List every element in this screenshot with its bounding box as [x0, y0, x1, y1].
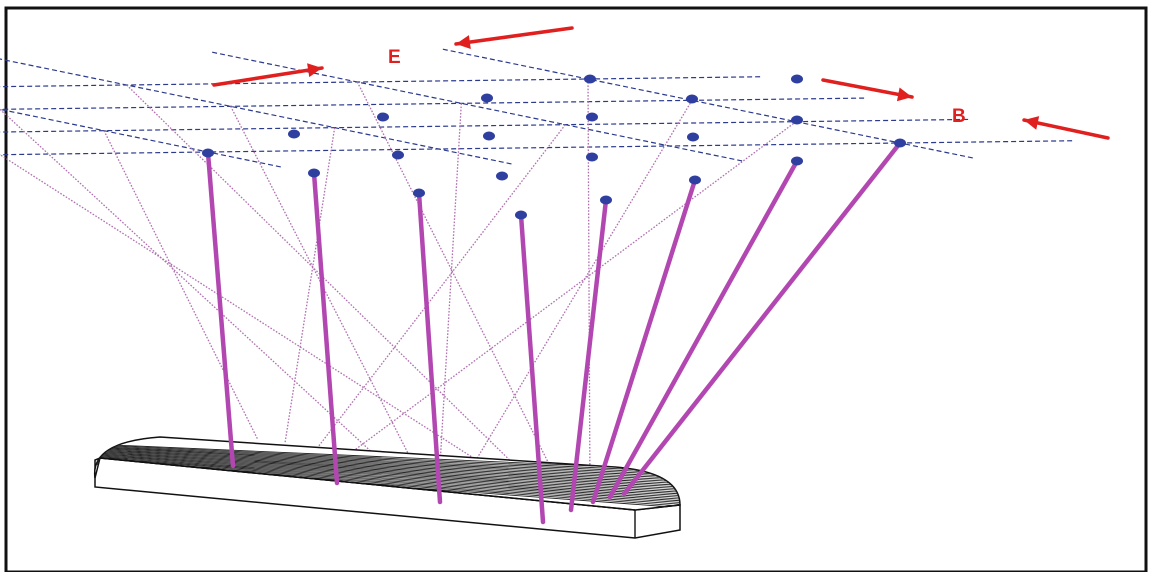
primary-strand: [590, 177, 698, 505]
grid-line-row-2: [0, 97, 866, 110]
arrow-shaft: [1022, 118, 1110, 140]
dome-hatch-line: [94, 445, 680, 474]
red-arrow-icon: [212, 63, 324, 87]
dome-hatch-line: [94, 451, 680, 486]
grid-nodes: [202, 74, 906, 220]
dome-hatch-line: [94, 443, 680, 471]
dome-hatch-line: [94, 455, 680, 493]
grid-node-icon: [791, 115, 803, 125]
dome-hatch-line: [94, 449, 680, 483]
arrow-head: [307, 63, 322, 78]
secondary-strand: [284, 127, 336, 444]
secondary-strand: [469, 99, 693, 471]
dome-hatch-line: [94, 450, 680, 485]
cylindrical-base: [94, 436, 681, 539]
arrow-shaft: [212, 66, 324, 87]
grid-node-icon: [202, 148, 214, 158]
grid-node-icon: [584, 74, 596, 84]
red-arrow-icon: [1022, 116, 1110, 140]
grid-node-icon: [586, 112, 598, 122]
grid-node-icon: [600, 195, 612, 205]
grid-node-icon: [515, 210, 527, 220]
primary-strand: [311, 170, 340, 486]
grid-node-icon: [894, 138, 906, 148]
grid-node-icon: [791, 156, 803, 166]
grid-line-row-1: [0, 118, 970, 133]
grid-line-col-2: [211, 51, 743, 162]
dome-hatch-line: [94, 448, 680, 480]
dome-hatch-line: [94, 458, 680, 499]
arrow-head: [896, 87, 912, 102]
dome-hatch-line: [94, 457, 680, 497]
grid-node-icon: [791, 74, 803, 84]
grid-line-col-1: [0, 58, 512, 165]
arrow-shaft: [454, 26, 574, 46]
label-e: E: [388, 47, 401, 68]
grid-node-icon: [496, 171, 508, 181]
dome-hatch-line: [94, 446, 680, 476]
grid-node-icon: [288, 129, 300, 139]
grid-node-icon: [308, 168, 320, 178]
arrow-shaft: [821, 78, 914, 99]
primary-strand: [205, 150, 236, 469]
grid-node-icon: [687, 132, 699, 142]
secondary-strand: [587, 78, 591, 493]
arrow-head: [456, 35, 471, 50]
dome-hatch-line: [94, 456, 680, 495]
base-edge-line: [99, 457, 636, 511]
secondary-strand: [439, 103, 462, 466]
primary-strand: [416, 190, 443, 505]
label-b: B: [952, 106, 966, 127]
red-arrow-icon: [454, 26, 574, 50]
grid-line-row-3: [0, 76, 762, 88]
secondary-strand: [0, 153, 501, 476]
grid-line-row-0: [0, 140, 1074, 156]
primary-strand: [518, 212, 546, 525]
grid-node-icon: [392, 150, 404, 160]
primary-strands: [205, 140, 903, 525]
secondary-strand: [351, 121, 797, 453]
arrow-head: [1024, 116, 1040, 130]
grid-node-icon: [481, 93, 493, 103]
grid-node-icon: [686, 94, 698, 104]
dashed-grid: [0, 48, 1074, 168]
grid-node-icon: [413, 188, 425, 198]
dome-hatch-line: [94, 453, 680, 490]
primary-strand: [621, 140, 903, 497]
grid-node-icon: [689, 175, 701, 185]
dome-hatch-line: [94, 454, 680, 492]
secondary-strand: [103, 130, 259, 441]
grid-node-icon: [586, 152, 598, 162]
primary-strand: [607, 158, 800, 500]
red-arrow-icon: [821, 78, 914, 102]
secondary-strand: [126, 84, 531, 481]
secondary-strand: [0, 108, 377, 457]
outer-frame: [4, 6, 1148, 572]
grid-line-col-3: [442, 48, 973, 159]
grid-node-icon: [377, 112, 389, 122]
direction-arrows: [212, 26, 1110, 140]
grid-node-icon: [483, 131, 495, 141]
dome-hatch-line: [94, 447, 680, 478]
primary-strand: [568, 197, 609, 513]
dome-hatch-line: [94, 449, 680, 481]
grid-line-col-0: [0, 108, 281, 168]
secondary-strand: [317, 124, 566, 448]
dome-hatch-line: [94, 452, 680, 488]
dome-hatch-line: [94, 444, 680, 473]
